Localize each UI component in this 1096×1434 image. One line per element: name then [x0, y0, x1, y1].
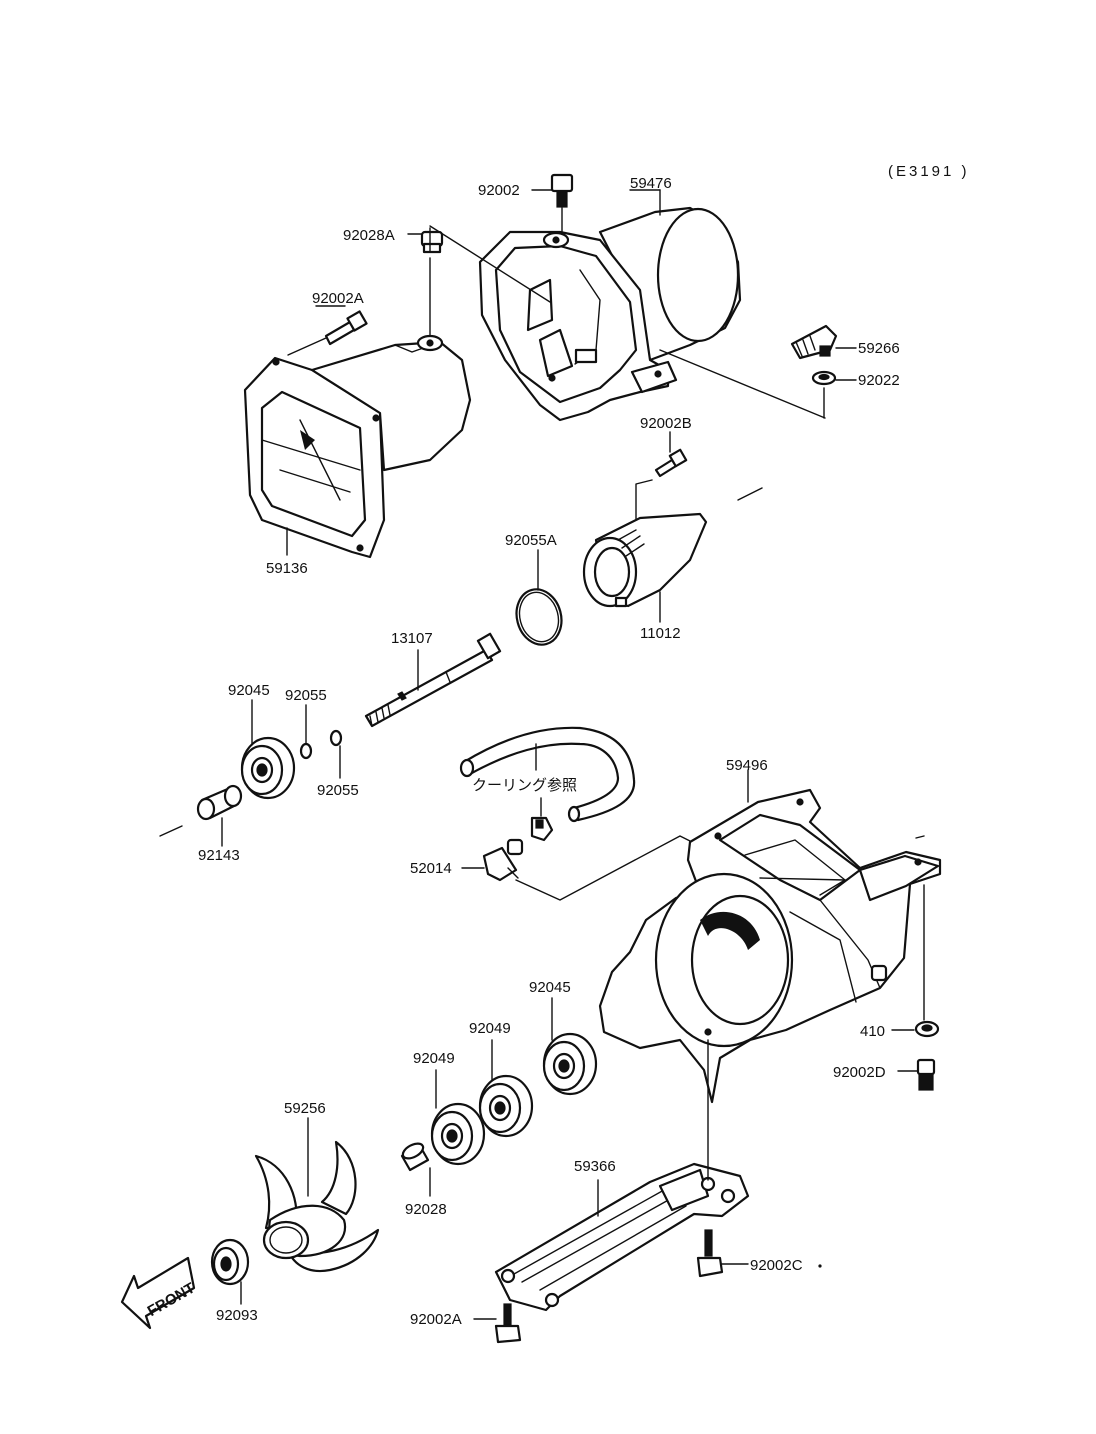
washer-410: [914, 1020, 940, 1038]
label-92049-a: 92049: [413, 1050, 455, 1067]
label-59266: 59266: [858, 340, 900, 357]
bolt-92002C: [696, 1229, 724, 1278]
label-11012: 11012: [640, 625, 681, 642]
label-92028A: 92028A: [343, 227, 395, 244]
label-92028: 92028: [405, 1201, 447, 1218]
bracket-59366: [494, 1162, 750, 1312]
label-59366: 59366: [574, 1158, 616, 1175]
cooling-hose: [459, 726, 636, 823]
bearing-92049-a: [430, 1102, 486, 1166]
bolt-92002D: [916, 1058, 936, 1091]
bolt-92002: [550, 173, 574, 208]
collar-92028A: [420, 230, 444, 254]
label-59496: 59496: [726, 757, 768, 774]
stern-housing-59496: [598, 788, 942, 1104]
label-410: 410: [860, 1023, 885, 1040]
label-92055-a: 92055: [285, 687, 327, 704]
label-92002C: 92002C: [750, 1257, 803, 1274]
label-52014: 52014: [410, 860, 452, 877]
label-92143: 92143: [198, 847, 240, 864]
label-13107: 13107: [391, 630, 433, 647]
front-direction-arrow: FRONT: [120, 1256, 198, 1330]
diagram-code: (E3191 ): [888, 163, 970, 180]
label-92093: 92093: [216, 1307, 258, 1324]
elbow-fitting: [530, 816, 554, 842]
label-92055-b: 92055: [317, 782, 359, 799]
label-92022: 92022: [858, 372, 900, 389]
nozzle-11012: [582, 512, 708, 608]
bearing-92049-b: [478, 1074, 534, 1138]
bushing-92143: [196, 784, 243, 821]
label-92002: 92002: [478, 182, 520, 199]
pump-case-59136: [243, 334, 472, 559]
impeller-59256: [254, 1140, 380, 1273]
fitting-52014: [482, 838, 524, 882]
label-92002A-bottom: 92002A: [410, 1311, 462, 1328]
washer-92022: [811, 370, 837, 386]
label-92049-b: 92049: [469, 1020, 511, 1037]
label-92002A-top: 92002A: [312, 290, 364, 307]
cooling-note: クーリング参照: [472, 777, 577, 794]
oring-92055A: [515, 588, 563, 646]
oring-92055-b: [329, 729, 343, 747]
pump-housing-59476: [478, 206, 742, 422]
bolt-92002B: [654, 448, 688, 478]
oring-92055-a: [299, 742, 313, 760]
label-92055A: 92055A: [505, 532, 557, 549]
bearing-92045-top: [240, 736, 296, 800]
label-59136: 59136: [266, 560, 308, 577]
bolt-92002A-bottom: [494, 1303, 522, 1344]
label-92045-top: 92045: [228, 682, 270, 699]
shaft-13107: [364, 632, 502, 728]
bolt-92002A-top: [324, 310, 368, 346]
fitting-59266: [790, 324, 838, 360]
label-92002D: 92002D: [833, 1064, 886, 1081]
bearing-92045-bottom: [542, 1032, 598, 1096]
label-59476: 59476: [630, 175, 672, 192]
bushing-92028: [400, 1142, 430, 1172]
label-92002B: 92002B: [640, 415, 692, 432]
seal-92093: [210, 1238, 250, 1286]
label-59256: 59256: [284, 1100, 326, 1117]
label-92045-bottom: 92045: [529, 979, 571, 996]
